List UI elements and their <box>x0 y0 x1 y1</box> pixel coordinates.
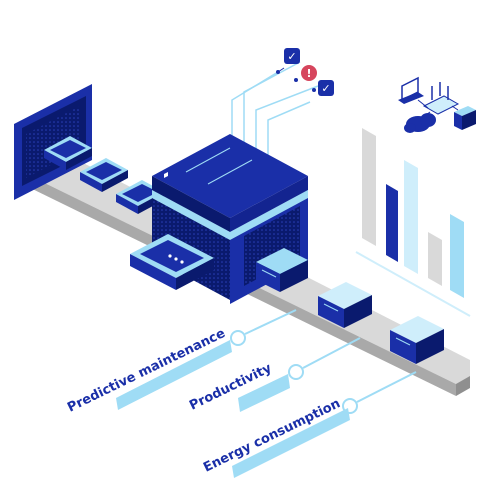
box-item <box>390 316 444 364</box>
router-icon <box>422 82 460 115</box>
energy-consumption-label: Energy consumption <box>201 396 343 475</box>
svg-text:!: ! <box>306 67 311 80</box>
laptop-icon <box>398 76 424 104</box>
output-tray <box>130 172 214 290</box>
server-icon <box>454 106 476 130</box>
processing-machine <box>152 134 308 304</box>
entry-gate <box>14 84 92 200</box>
status-check-icon: ✓ <box>276 48 300 74</box>
svg-text:✓: ✓ <box>321 82 330 95</box>
tray-item <box>44 136 92 170</box>
label-bars <box>116 340 350 478</box>
status-check-icon: ✓ <box>312 80 334 96</box>
svg-text:✓: ✓ <box>287 50 296 63</box>
tray-item <box>80 158 128 192</box>
status-alert-icon: ! <box>294 65 317 82</box>
bar-chart-icon <box>355 128 471 317</box>
box-item <box>256 248 308 292</box>
box-item <box>318 282 372 328</box>
connector-nodes <box>230 309 417 414</box>
network-cluster <box>398 76 476 133</box>
cloud-icon <box>404 113 436 133</box>
